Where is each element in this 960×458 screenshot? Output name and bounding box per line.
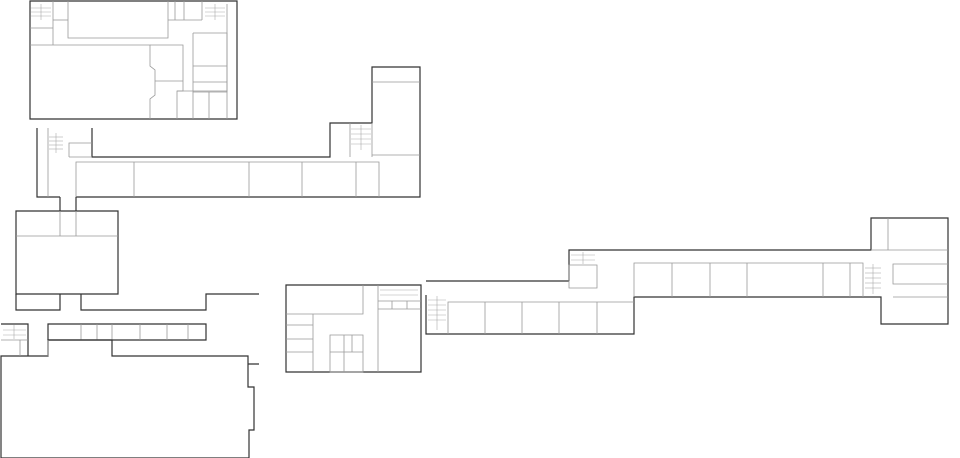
stairwell bbox=[49, 133, 63, 153]
stairwell bbox=[3, 325, 26, 339]
building-west-wing bbox=[15, 293, 259, 341]
stairwell bbox=[380, 289, 418, 296]
stairwell bbox=[571, 252, 595, 264]
building-central-annex bbox=[285, 284, 422, 373]
stairwell bbox=[205, 4, 225, 20]
stairwell bbox=[31, 4, 51, 20]
building-east-wing bbox=[425, 217, 949, 335]
building-south-hall bbox=[0, 323, 259, 458]
stairwell bbox=[865, 264, 881, 294]
stairwell bbox=[428, 296, 446, 330]
stairwell bbox=[351, 125, 371, 150]
building-corridor-north bbox=[36, 66, 421, 198]
building-central-block bbox=[15, 197, 119, 295]
building-top-left bbox=[29, 0, 238, 120]
